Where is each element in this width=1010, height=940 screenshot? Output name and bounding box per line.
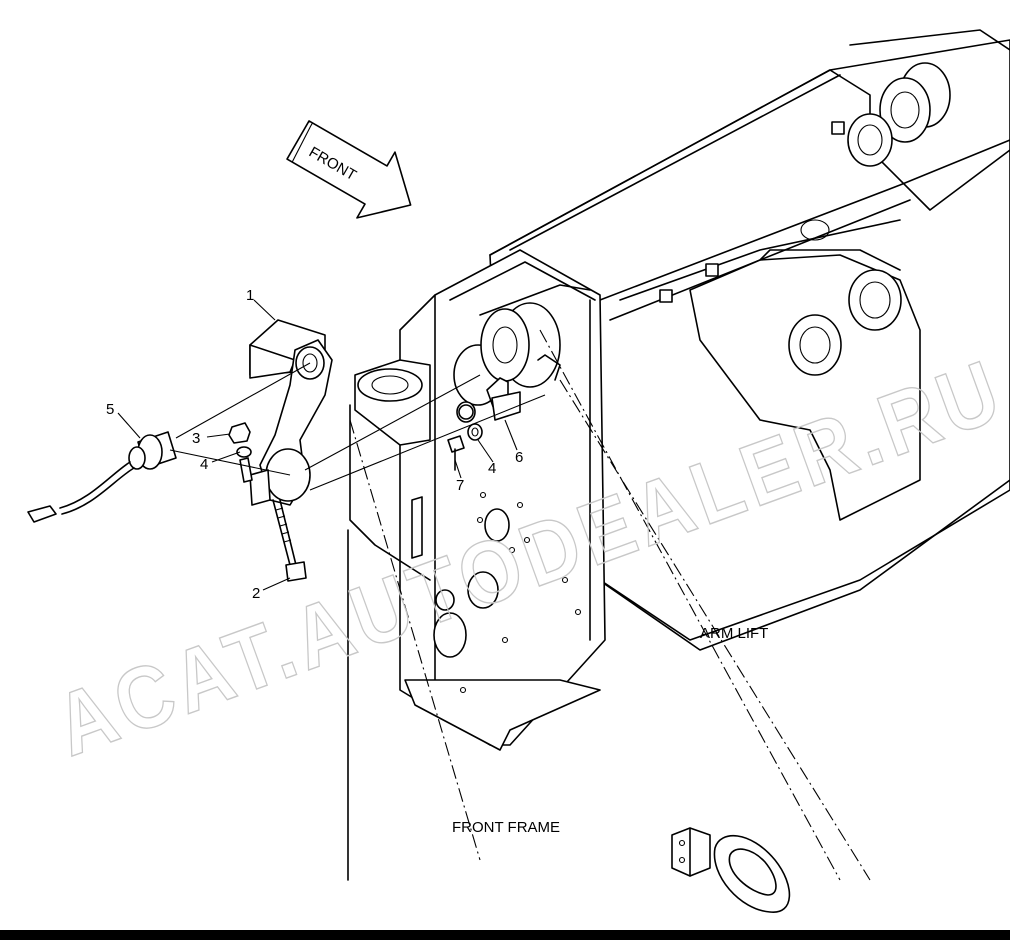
nut-part-3 (228, 422, 251, 444)
callout-4-right: 4 (488, 460, 496, 477)
bolt-part-2 (272, 499, 307, 582)
callout-2: 2 (252, 585, 260, 602)
callout-leaders (117, 299, 518, 591)
callout-5: 5 (106, 401, 114, 418)
arm-lift-label: ARM LIFT (700, 625, 768, 642)
pin-left (239, 457, 253, 483)
front-frame-tower (347, 249, 606, 881)
washer-part-4-left (236, 446, 252, 458)
arm-lift-boom (489, 29, 1010, 651)
callout-7: 7 (456, 477, 464, 494)
callout-3: 3 (192, 430, 200, 447)
stop-block (671, 827, 711, 877)
oval-plate (713, 835, 791, 913)
leader-lines (169, 329, 871, 881)
callout-1: 1 (246, 287, 254, 304)
proximity-sensor-part-5 (27, 431, 177, 523)
sensor-bracket-6 (447, 377, 521, 471)
callout-6: 6 (515, 449, 523, 466)
front-direction-arrow: FRONT (286, 120, 412, 219)
front-frame-label: FRONT FRAME (452, 819, 560, 836)
callout-4-left: 4 (200, 456, 208, 473)
bracket-part-1 (249, 319, 333, 506)
bottom-border (0, 930, 1010, 940)
